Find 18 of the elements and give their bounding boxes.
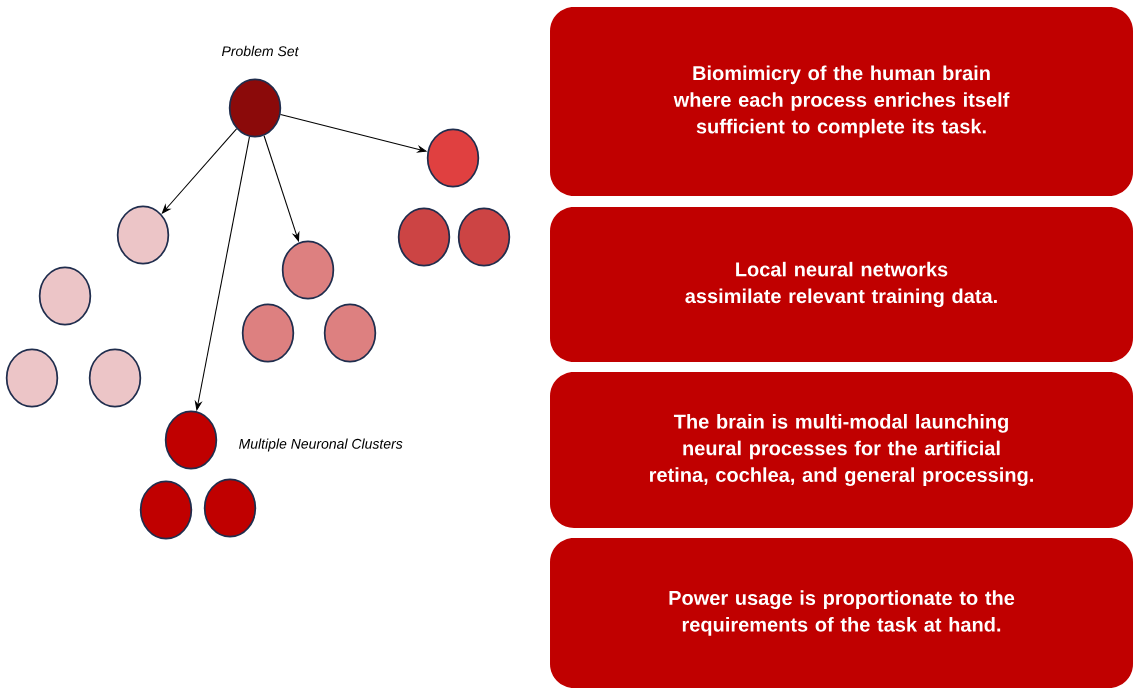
circle-node	[457, 207, 511, 267]
circle-node	[281, 240, 335, 300]
text-box: Local neural networks assimilate relevant training data.	[550, 207, 1133, 362]
circle-node	[88, 348, 142, 408]
circle-node	[38, 266, 92, 326]
circle-node	[139, 480, 193, 540]
circle-node	[426, 128, 480, 188]
text-box: The brain is multi-modal launching neural processes for the artificial retina, cochlea, and general processing.	[550, 372, 1133, 528]
circle-node	[397, 207, 451, 267]
circle-node	[323, 303, 377, 363]
circle-node	[5, 348, 59, 408]
text-box: Power usage is proportionate to the requirements of the task at hand.	[550, 538, 1133, 688]
circle-node	[241, 303, 295, 363]
circle-node	[203, 478, 257, 538]
node-label: Multiple Neuronal Clusters	[239, 438, 403, 452]
circle-node	[116, 205, 170, 265]
text-box: Biomimicry of the human brain where each process enriches itself sufficient to complete its task.	[550, 7, 1133, 196]
node-label: Problem Set	[221, 45, 299, 57]
